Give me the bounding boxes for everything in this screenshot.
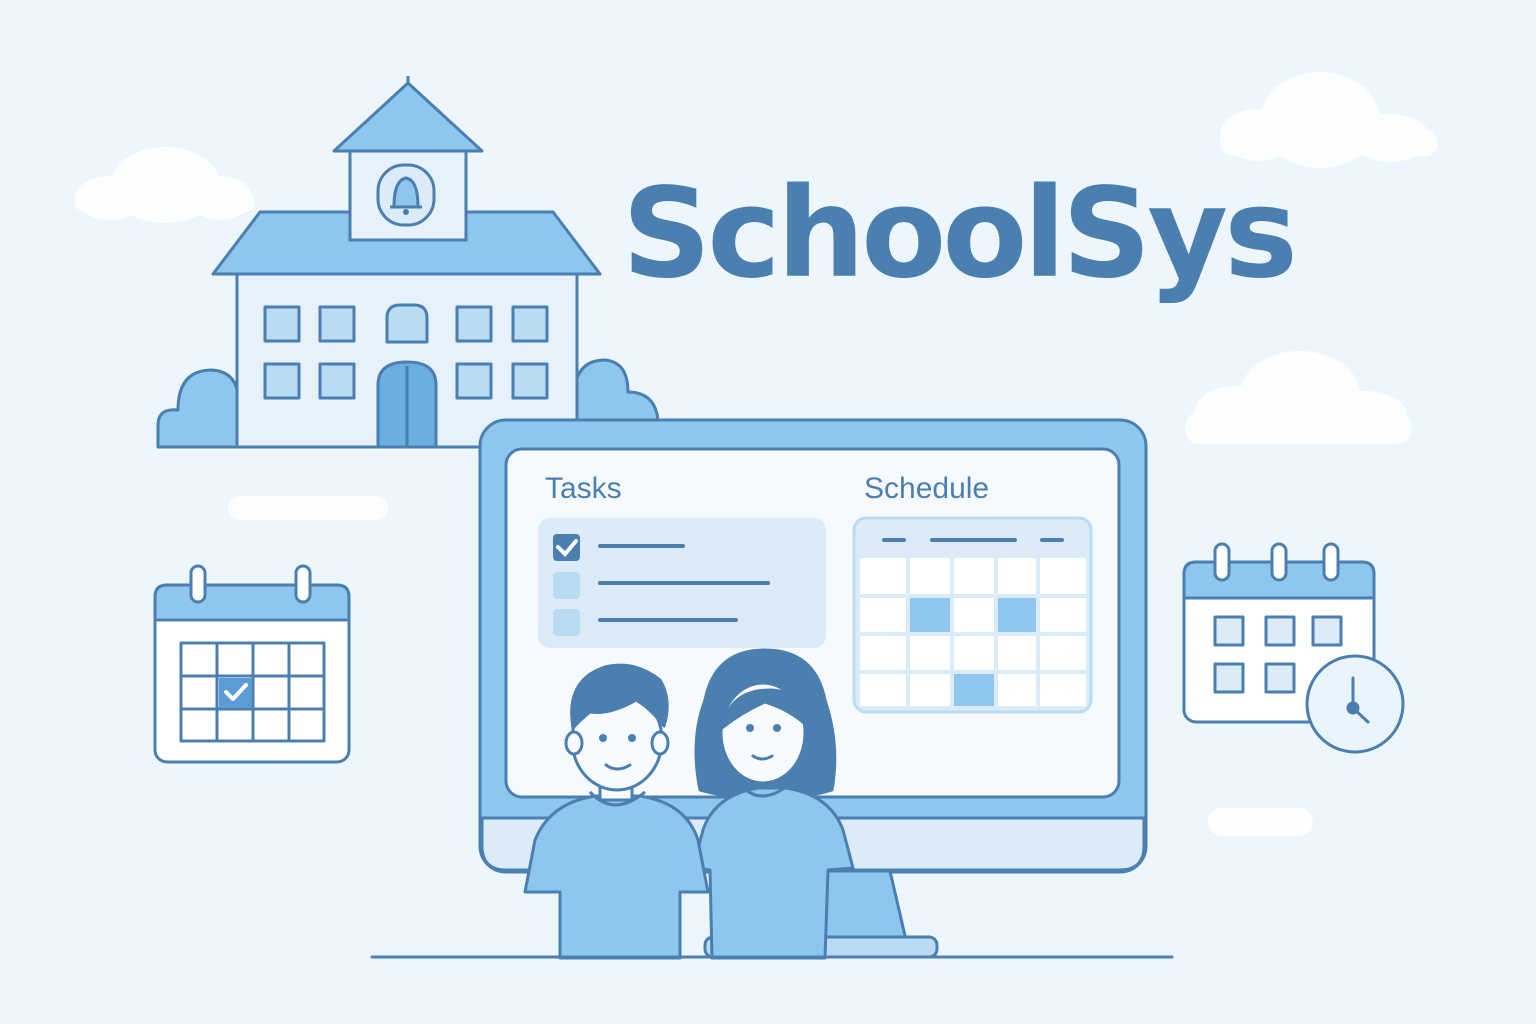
schedule-panel xyxy=(852,516,1093,714)
cloud-top-right xyxy=(1220,72,1438,168)
student-girl xyxy=(691,648,855,960)
building-roof xyxy=(211,210,602,276)
student-boy xyxy=(523,663,710,960)
window xyxy=(263,362,301,400)
cloud-mid-right xyxy=(1185,351,1411,444)
window xyxy=(263,305,301,343)
schedule-cell-highlight xyxy=(954,674,994,706)
calendar-clock-icon xyxy=(1182,542,1405,754)
tasks-heading: Tasks xyxy=(545,472,622,505)
task-item xyxy=(553,534,685,561)
bell-icon xyxy=(390,176,422,215)
bush-right xyxy=(573,358,660,422)
school-building-icon xyxy=(156,76,660,449)
schedule-cell-highlight xyxy=(998,598,1036,632)
schedule-heading: Schedule xyxy=(864,472,990,505)
task-checkbox xyxy=(553,609,580,636)
window xyxy=(511,305,549,343)
schedule-grid xyxy=(860,558,1086,706)
cloud-strip-right xyxy=(1208,808,1313,836)
window xyxy=(318,362,356,400)
window xyxy=(455,362,493,400)
boy-hair xyxy=(570,663,669,730)
schedule-cell-highlight xyxy=(910,598,950,632)
clock-icon xyxy=(1305,654,1405,754)
cloud-strip-left xyxy=(228,496,388,520)
task-checkbox xyxy=(553,572,580,599)
cloud-left xyxy=(75,147,255,223)
task-item xyxy=(553,572,770,599)
tasks-panel xyxy=(538,518,826,648)
app-logo-wordmark: SchoolSys xyxy=(622,162,1298,306)
boy-body xyxy=(523,794,710,960)
task-item xyxy=(553,609,738,636)
window xyxy=(318,305,356,343)
window xyxy=(511,362,549,400)
girl-body xyxy=(691,786,855,960)
tower-roof xyxy=(332,81,484,153)
window xyxy=(455,305,493,343)
window-arched xyxy=(385,303,429,344)
calendar-check-icon xyxy=(153,564,351,764)
task-checkbox-checked xyxy=(553,534,580,561)
